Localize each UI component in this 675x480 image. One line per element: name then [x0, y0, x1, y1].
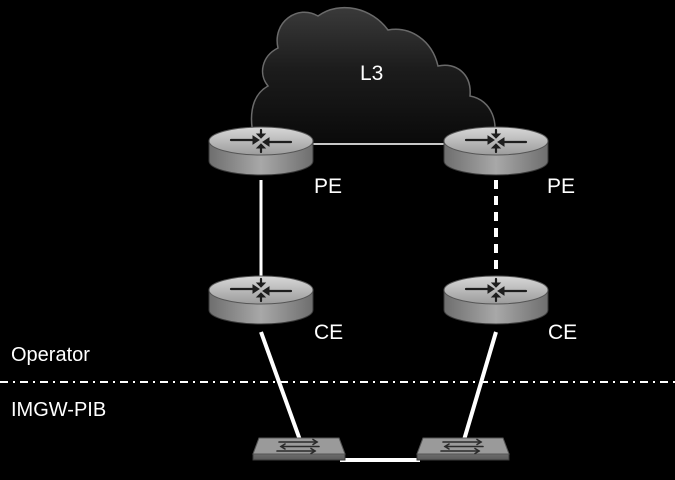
router-icon[interactable]: [442, 125, 550, 177]
router-icon[interactable]: [442, 274, 550, 326]
cloud-label: L3: [360, 62, 384, 85]
ce-right-label: CE: [548, 321, 578, 344]
zone-imgw-pib-label: IMGW-PIB: [11, 399, 107, 421]
ce-left-label: CE: [314, 321, 344, 344]
switch-icon[interactable]: [416, 437, 510, 461]
pe-left-label: PE: [314, 175, 343, 198]
router-icon[interactable]: [207, 125, 315, 177]
link-ce-switch-right: [462, 331, 498, 441]
link-ce-switch-left: [259, 331, 302, 441]
l3-cloud: [250, 6, 496, 145]
router-icon[interactable]: [207, 274, 315, 326]
zone-operator-label: Operator: [11, 344, 90, 366]
pe-right-label: PE: [547, 175, 576, 198]
switch-icon[interactable]: [252, 437, 346, 461]
